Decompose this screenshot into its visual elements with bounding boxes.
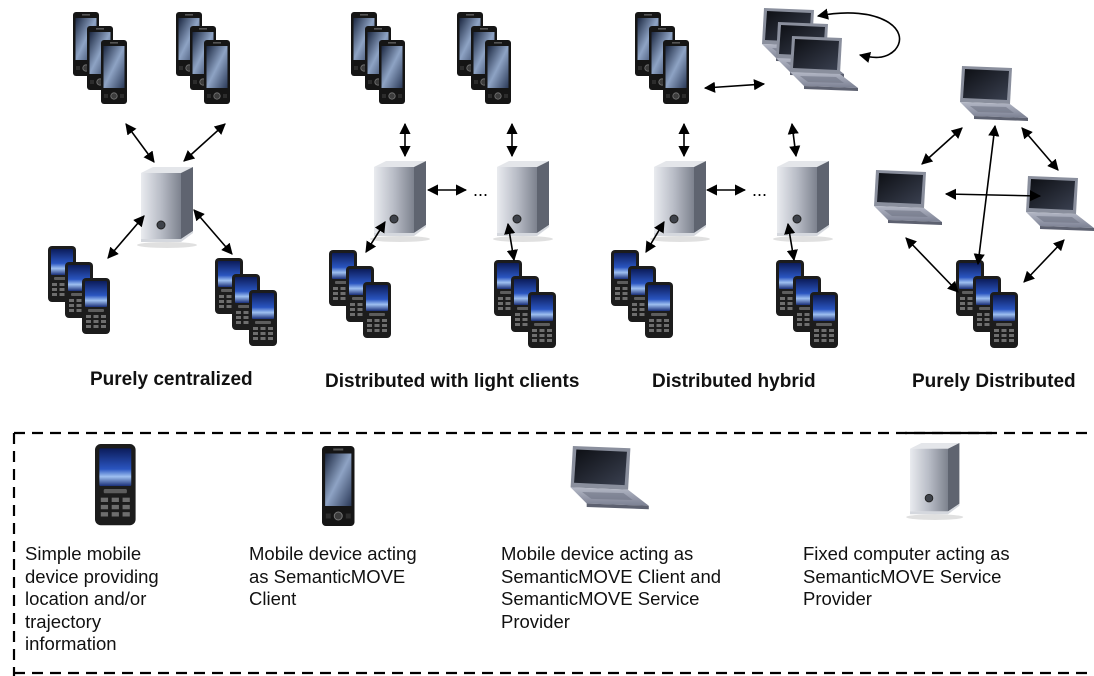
link-arrow — [1023, 239, 1065, 283]
smartphone-group-icon — [73, 12, 127, 104]
legend-line: Provider — [803, 588, 872, 609]
legend — [12, 431, 1091, 676]
ellipsis: ... — [473, 180, 488, 200]
simple-phone-group-icon — [215, 258, 277, 346]
arch-hybrid: ... — [611, 8, 901, 348]
legend-item-laptop: Mobile device acting as SemanticMOVE Cli… — [501, 543, 781, 633]
laptop-icon — [570, 446, 649, 510]
link-arrow — [784, 222, 798, 262]
link-arrow — [944, 188, 1042, 202]
simple-phone-group-icon — [48, 246, 110, 334]
link-arrow — [703, 79, 766, 93]
link-arrow — [787, 122, 801, 158]
legend-line: Simple mobile — [25, 543, 142, 564]
link-arrow — [504, 222, 518, 262]
smartphone-icon — [321, 445, 356, 527]
server-icon — [492, 160, 554, 243]
server-icon — [136, 166, 198, 249]
legend-line: device providing — [25, 565, 159, 587]
caption-centralized: Purely centralized — [90, 369, 253, 390]
caption-light-clients: Distributed with light clients — [325, 371, 580, 392]
ellipsis: ... — [752, 180, 767, 200]
legend-line: information — [25, 633, 117, 654]
arch-light-clients: ... — [329, 12, 556, 348]
legend-line: Provider — [501, 610, 570, 632]
simple-phone-group-icon — [956, 260, 1018, 348]
link-arrow — [645, 221, 665, 253]
legend-line: Mobile device acting — [249, 543, 417, 564]
server-icon — [772, 160, 834, 243]
legend-line: trajectory — [25, 610, 102, 632]
smartphone-group-icon — [457, 12, 511, 104]
legend-item-smartphone: Mobile device acting as SemanticMOVE Cli… — [249, 543, 479, 611]
link-arrow — [921, 127, 963, 165]
link-arrow — [1021, 127, 1059, 171]
link-arrow — [107, 215, 145, 259]
smartphone-group-icon — [176, 12, 230, 104]
simple-phone-group-icon — [494, 260, 556, 348]
legend-line: SemanticMOVE Service — [501, 588, 700, 609]
link-arrow — [193, 209, 233, 255]
link-arrow — [125, 123, 155, 163]
link-arrow — [365, 221, 386, 253]
legend-line: Client — [249, 588, 297, 609]
legend-line: as SemanticMOVE — [249, 565, 406, 587]
legend-border — [12, 431, 1091, 676]
laptop-icon — [874, 170, 942, 225]
caption-hybrid: Distributed hybrid — [652, 371, 816, 392]
smartphone-group-icon — [635, 12, 689, 104]
link-arrow — [973, 124, 1000, 266]
legend-line: location and/or — [25, 588, 147, 609]
server-icon — [369, 160, 431, 243]
laptop-group-icon — [762, 8, 858, 91]
laptop-icon — [960, 66, 1028, 121]
caption-distributed: Purely Distributed — [912, 371, 1076, 392]
legend-item-server: Fixed computer acting as SemanticMOVE Se… — [803, 543, 1083, 611]
legend-line: Mobile device acting as — [501, 543, 694, 564]
loop-arrow — [816, 8, 901, 63]
legend-line: Fixed computer acting as — [803, 543, 1010, 564]
simple-phone-icon — [95, 443, 136, 526]
simple-phone-group-icon — [329, 250, 391, 338]
legend-item-simple-phone: Simple mobile device providing location … — [25, 543, 225, 656]
link-arrow — [905, 237, 959, 293]
laptop-icon — [1026, 176, 1094, 231]
server-icon — [905, 442, 964, 521]
arch-distributed — [874, 66, 1094, 348]
simple-phone-group-icon — [611, 250, 673, 338]
simple-phone-group-icon — [776, 260, 838, 348]
legend-line: SemanticMOVE Client and — [501, 565, 722, 587]
legend-line: SemanticMOVE Service — [803, 565, 1002, 587]
link-arrow — [183, 123, 226, 162]
arch-centralized — [48, 12, 277, 346]
smartphone-group-icon — [351, 12, 405, 104]
